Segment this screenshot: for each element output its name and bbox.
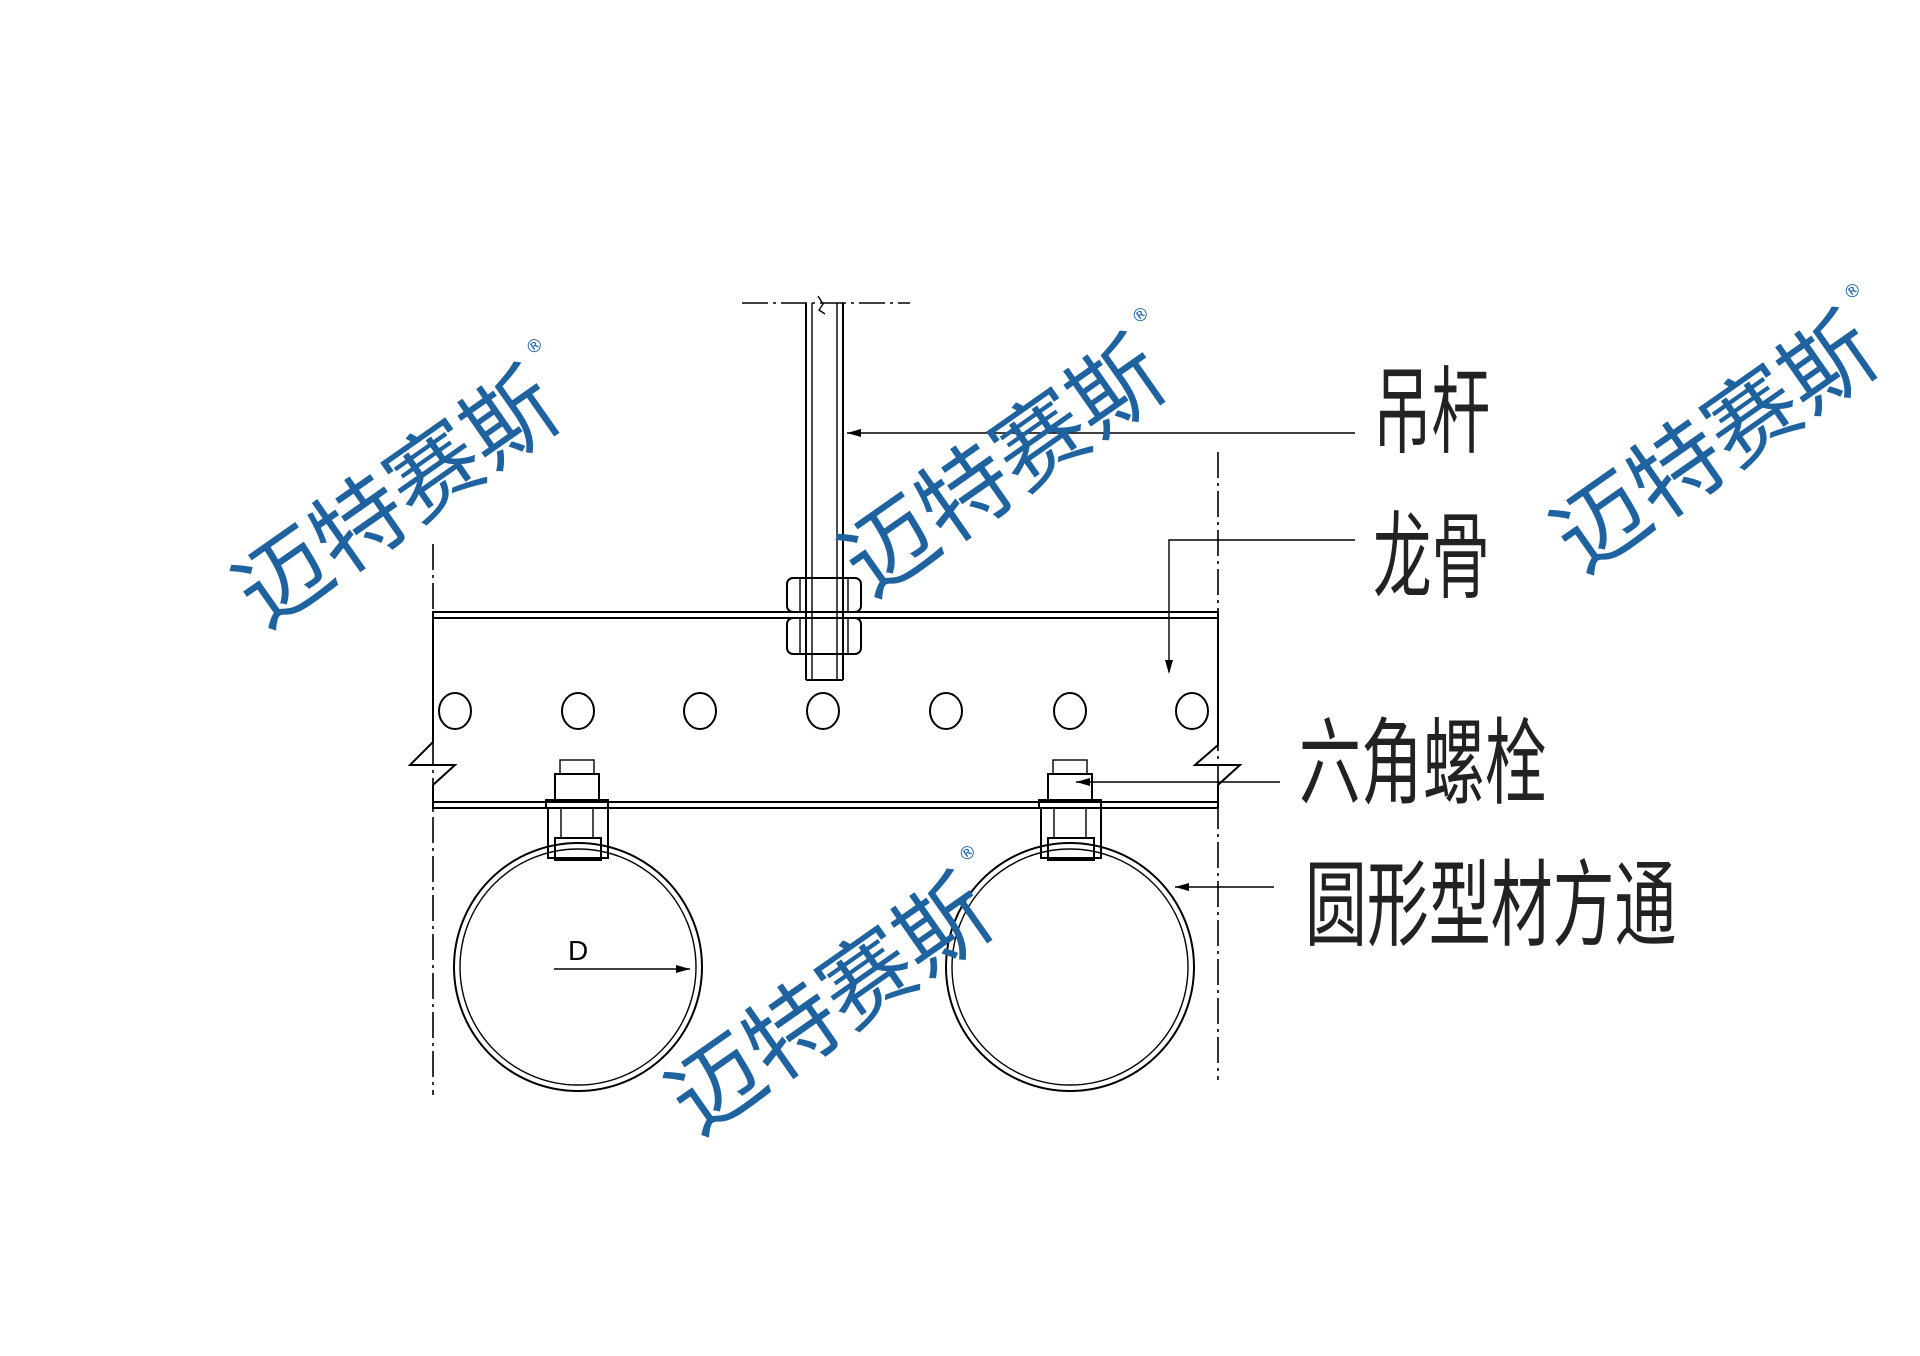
hanger-rod xyxy=(805,295,844,681)
label-hanger-rod: 吊杆 xyxy=(1373,357,1490,468)
keel-channel xyxy=(407,611,1243,809)
svg-text:®: ® xyxy=(954,840,981,868)
keel-holes xyxy=(438,692,1209,730)
svg-text:迈特赛斯: 迈特赛斯 xyxy=(1534,294,1897,593)
svg-text:迈特赛斯: 迈特赛斯 xyxy=(216,349,579,648)
pipe-clamp-right xyxy=(945,759,1195,1092)
watermark: 迈特赛斯® xyxy=(1534,278,1897,594)
pipe-clamp-left xyxy=(453,759,703,1092)
label-hex-bolt: 六角螺栓 xyxy=(1299,708,1547,818)
watermark: 迈特赛斯® xyxy=(822,302,1185,618)
label-round-profile: 圆形型材方通 xyxy=(1305,850,1676,960)
label-keel: 龙骨 xyxy=(1373,502,1490,613)
svg-text:®: ® xyxy=(521,333,548,361)
leader-lines xyxy=(847,429,1355,891)
svg-text:®: ® xyxy=(1839,278,1866,306)
svg-text:迈特赛斯: 迈特赛斯 xyxy=(649,856,1012,1155)
svg-text:迈特赛斯: 迈特赛斯 xyxy=(822,318,1185,617)
svg-text:D: D xyxy=(568,935,588,966)
svg-text:®: ® xyxy=(1127,302,1154,330)
rod-nuts xyxy=(786,577,862,655)
watermark: 迈特赛斯® xyxy=(216,333,579,649)
dimension-d: D xyxy=(554,935,690,973)
